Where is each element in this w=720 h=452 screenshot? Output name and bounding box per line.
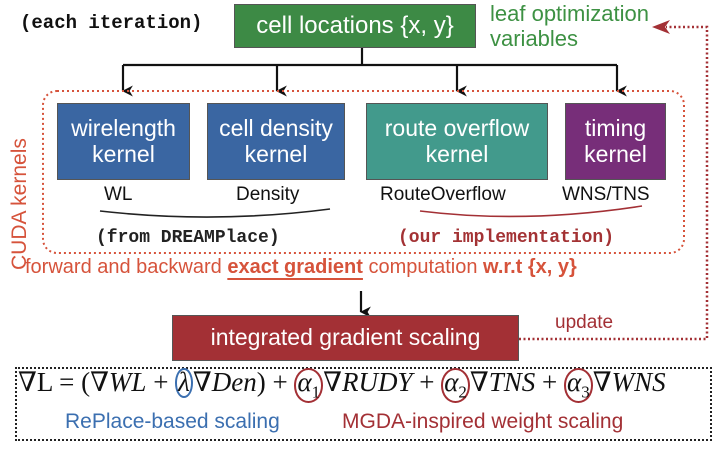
eq-term-wns: ∇WNS [592, 367, 666, 397]
eq-equals: = ( [52, 367, 91, 397]
alpha-symbol: α [567, 367, 582, 397]
eq-plus: + [146, 367, 176, 397]
cell-locations-box: cell locations {x, y} [234, 4, 476, 48]
kernel-line1: wirelength [71, 114, 176, 141]
from-dreamplace-label: (from DREAMPlace) [96, 228, 280, 248]
alpha-subscript: 1 [311, 382, 321, 402]
our-impl-brace [419, 205, 643, 218]
eq-plus: + [412, 367, 442, 397]
eq-close: ) + [256, 367, 295, 397]
eq-plus: + [535, 367, 565, 397]
gradient-equation: ∇L = (∇WL + λ∇Den) + α1∇RUDY + α2∇TNS + … [18, 367, 666, 403]
kernel-line1: route overflow [384, 114, 530, 141]
metric-route-overflow: RouteOverflow [380, 184, 506, 205]
iteration-label: (each iteration) [20, 12, 203, 34]
leaf-label-line2: variables [490, 25, 579, 51]
kernel-line1: timing [584, 114, 647, 141]
alpha-symbol: α [297, 367, 312, 397]
kernel-line2: kernel [244, 140, 308, 167]
eq-term-den: ∇Den [192, 367, 257, 397]
alpha3-circle: α3 [564, 368, 593, 403]
metric-wns-tns: WNS/TNS [562, 184, 650, 205]
our-implementation-label: (our implementation) [398, 228, 615, 248]
lambda-circle: λ [175, 368, 193, 398]
eq-lhs: ∇L [18, 367, 53, 397]
alpha1-circle: α1 [294, 367, 324, 403]
gradient-computation-caption: forward and backward exact gradient comp… [25, 256, 577, 279]
integrated-gradient-scaling-box: integrated gradient scaling [172, 315, 519, 361]
cuda-kernels-label: CUDA kernels [8, 138, 31, 270]
caption-exact-gradient: exact gradient [227, 256, 363, 278]
kernel-line2: kernel [584, 140, 647, 167]
alpha-subscript: 2 [458, 382, 467, 402]
equation-box [15, 367, 712, 441]
cuda-kernels-group-border [42, 90, 685, 254]
eq-term-wl: ∇WL [90, 367, 147, 397]
alpha-subscript: 3 [581, 382, 590, 402]
caption-wrt: w.r.t {x, y} [483, 256, 577, 278]
caption-prefix: forward and backward [25, 256, 228, 278]
update-label: update [555, 312, 614, 333]
kernel-line1: cell density [219, 114, 333, 141]
alpha-symbol: α [444, 367, 459, 397]
dreamplace-brace [99, 208, 331, 218]
metric-wl: WL [104, 184, 133, 205]
kernel-line2: kernel [425, 140, 489, 167]
eq-term-tns: ∇TNS [469, 367, 536, 397]
kernel-line2: kernel [92, 140, 155, 167]
leaf-variables-label: leaf optimization variables [490, 1, 649, 51]
update-arrowhead [652, 20, 670, 34]
metric-density: Density [236, 184, 300, 205]
caption-middle: computation [362, 256, 484, 278]
leaf-label-line1: leaf optimization [490, 1, 649, 26]
eq-term-rudy: ∇RUDY [323, 367, 413, 397]
replace-scaling-label: RePlace-based scaling [65, 410, 280, 433]
mgda-scaling-label: MGDA-inspired weight scaling [342, 410, 624, 433]
update-feedback-line [519, 25, 709, 341]
alpha2-circle: α2 [441, 368, 470, 403]
